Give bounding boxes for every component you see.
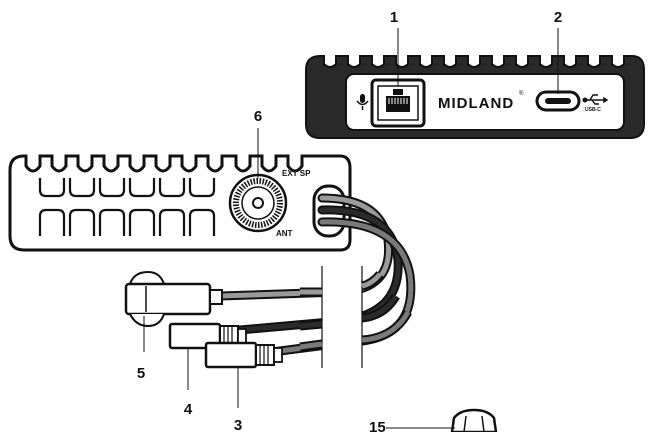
callout-3: 3: [234, 366, 242, 432]
microphone-icon: [356, 94, 369, 110]
cable-break-band: [322, 266, 362, 368]
callout-4: 4: [184, 348, 193, 418]
svg-text:2: 2: [554, 9, 562, 26]
svg-text:4: 4: [184, 401, 193, 418]
svg-text:6: 6: [254, 108, 262, 125]
svg-text:1: 1: [390, 9, 398, 26]
svg-text:3: 3: [234, 417, 242, 432]
ext-sp-label: EXT SP: [282, 169, 311, 178]
usb-c-port: [535, 90, 581, 112]
speaker-connector: [124, 270, 223, 328]
ant-label: ANT: [276, 229, 293, 238]
rj45-port: [370, 78, 426, 128]
svg-text:15: 15: [369, 419, 386, 432]
knob-partial: [450, 408, 498, 432]
side-rib-slots: [38, 178, 216, 236]
callout-5: 5: [137, 316, 145, 382]
usb-c-label: USB-C: [585, 107, 601, 113]
callout-2: 2: [554, 9, 562, 94]
callout-15: 15: [369, 419, 455, 432]
antenna-connector: [228, 173, 288, 233]
device-front-view: MIDLAND ® USB-C: [305, 55, 645, 139]
callout-1: 1: [390, 9, 399, 86]
power-connector-3: [204, 341, 283, 369]
usb-icon: [582, 94, 609, 105]
svg-text:5: 5: [137, 365, 145, 382]
registered-mark: ®: [519, 90, 524, 97]
device-side-view: EXT SP ANT: [8, 154, 352, 252]
brand-logo: MIDLAND: [438, 95, 514, 112]
callout-6: 6: [254, 108, 262, 178]
